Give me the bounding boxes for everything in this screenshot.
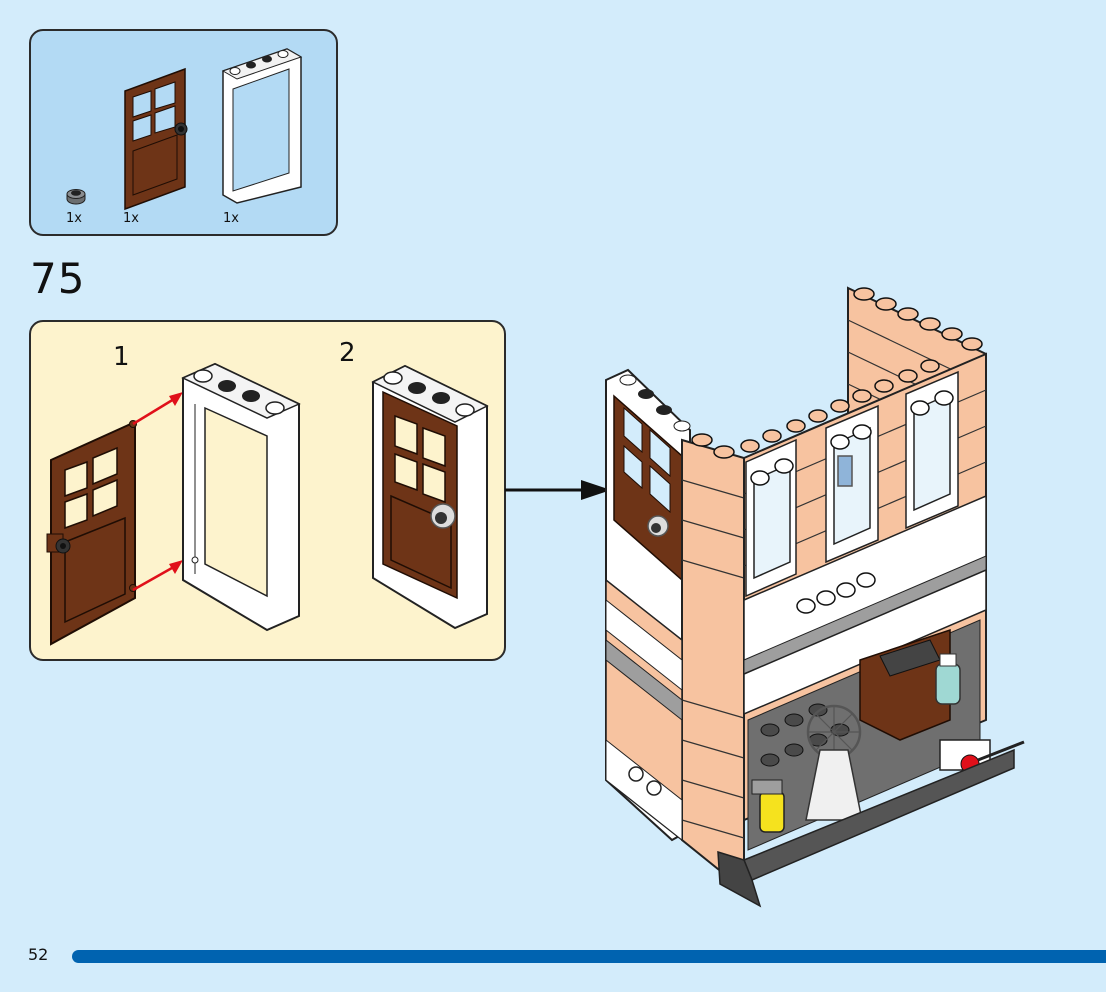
round-plate-part [66, 189, 86, 205]
sub-step-number: 2 [339, 338, 356, 368]
door-frame-illustration [181, 362, 301, 632]
sub-step-number: 1 [113, 342, 130, 372]
door-part [124, 67, 188, 211]
part-quantity: 1x [66, 211, 82, 226]
parts-list-callout: 1x 1x 1x [29, 29, 338, 236]
door-illustration [46, 420, 137, 646]
page-number: 52 [28, 945, 49, 964]
red-arrow [132, 392, 183, 592]
page-progress-bar [72, 950, 1106, 963]
part-quantity: 1x [223, 211, 239, 226]
connector-arrow [505, 480, 611, 500]
door-frame-part [221, 48, 303, 204]
part-quantity: 1x [123, 211, 139, 226]
assembled-door-illustration [371, 364, 489, 630]
brick-studs-back [853, 287, 983, 351]
step-number: 75 [30, 254, 86, 303]
sub-assembly-callout: 1 2 [29, 320, 506, 661]
building-model-illustration [605, 286, 1025, 908]
